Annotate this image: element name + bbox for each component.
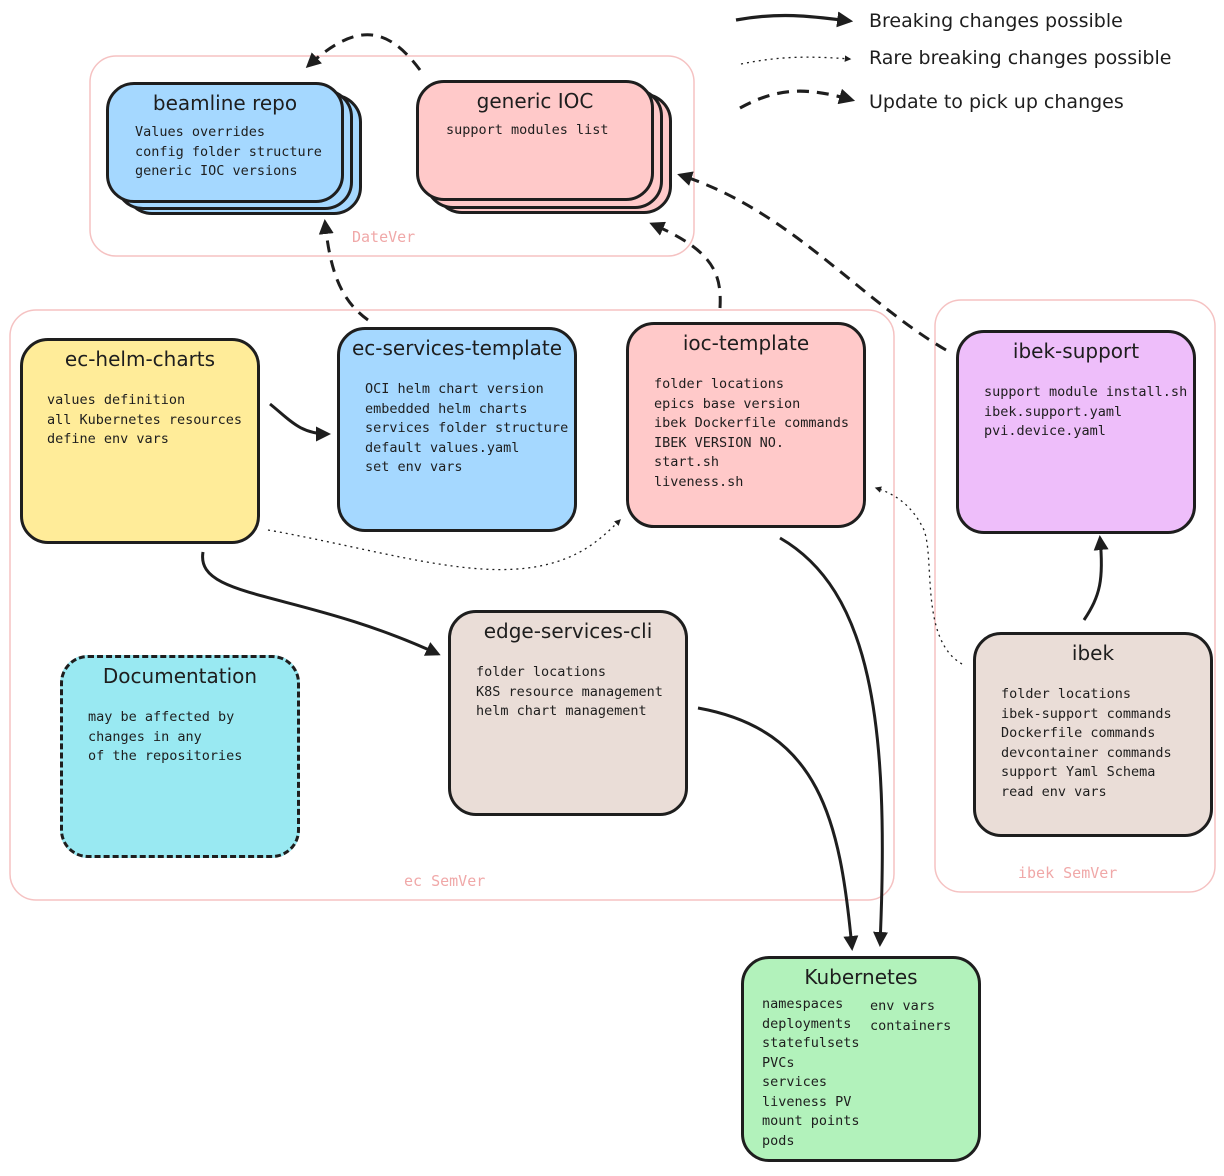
list-item: mount points bbox=[762, 1113, 860, 1129]
list-item: folder locations bbox=[476, 664, 607, 680]
list-item: folder locations bbox=[1001, 686, 1132, 702]
list-item: helm chart management bbox=[476, 703, 647, 719]
ec-services-template-title: ec-services-template bbox=[351, 336, 563, 360]
ibek-title: ibek bbox=[1071, 641, 1115, 665]
kubernetes-list-left: namespaces deployments statefulsets PVCs… bbox=[762, 995, 860, 1151]
list-item: ibek Dockerfile commands bbox=[654, 415, 850, 431]
ioc-template-node: ioc-template folder locations epics base… bbox=[626, 322, 866, 528]
legend-dotted-arrow bbox=[740, 55, 852, 65]
ibek-support-title: ibek-support bbox=[1012, 339, 1140, 363]
ioc-template-list: folder locations epics base version ibek… bbox=[654, 375, 849, 492]
ec-helm-charts-title: ec-helm-charts bbox=[64, 347, 216, 371]
group-ibek-semver bbox=[934, 299, 1216, 893]
edge-services-cli-list: folder locations K8S resource management… bbox=[476, 663, 663, 722]
list-item: support module install.sh bbox=[984, 384, 1188, 400]
legend-solid-label: Breaking changes possible bbox=[869, 10, 1123, 32]
kubernetes-list-right: env vars containers bbox=[870, 997, 951, 1036]
list-item: read env vars bbox=[1001, 783, 1107, 800]
group-label-ibek-semver: ibek SemVer bbox=[1018, 864, 1118, 882]
list-item: pods bbox=[762, 1132, 795, 1149]
documentation-node: Documentation may be affected by changes… bbox=[60, 655, 300, 858]
arrow-helm-charts-to-edge-cli bbox=[201, 551, 441, 656]
legend-dashed-arrow bbox=[739, 88, 856, 110]
beamline-repo-node: beamline repo Values overrides config fo… bbox=[106, 82, 344, 203]
list-item: define env vars bbox=[47, 431, 169, 447]
generic-ioc-title: generic IOC bbox=[476, 89, 594, 113]
group-label-ec-semver: ec SemVer bbox=[404, 872, 486, 890]
ibek-list: folder locations ibek-support commands D… bbox=[1001, 685, 1172, 802]
list-item: Values overrides bbox=[135, 124, 266, 140]
beamline-repo-title: beamline repo bbox=[152, 91, 298, 115]
list-item: services bbox=[762, 1074, 828, 1090]
list-item: changes in any bbox=[88, 728, 202, 745]
group-ec-semver bbox=[9, 309, 895, 901]
kubernetes-node: Kubernetes namespaces deployments statef… bbox=[741, 956, 981, 1162]
legend-dashed-label: Update to pick up changes bbox=[869, 91, 1124, 113]
edge-services-cli-node: edge-services-cli folder locations K8S r… bbox=[448, 610, 688, 816]
list-item: start.sh bbox=[654, 454, 720, 470]
list-item: values definition bbox=[47, 392, 186, 408]
kubernetes-title: Kubernetes bbox=[804, 965, 918, 989]
generic-ioc-list: support modules list bbox=[446, 121, 609, 141]
ec-helm-charts-list: values definition all Kubernetes resourc… bbox=[47, 391, 242, 450]
list-item: containers bbox=[870, 1017, 952, 1034]
list-item: liveness PV bbox=[762, 1093, 852, 1110]
list-item: embedded helm charts bbox=[365, 400, 528, 417]
arrow-helm-charts-to-ioc-template bbox=[267, 519, 621, 571]
list-item: of the repositories bbox=[88, 748, 243, 764]
list-item: statefulsets bbox=[762, 1035, 860, 1051]
ibek-support-list: support module install.sh ibek.support.y… bbox=[984, 383, 1187, 442]
list-item: may be affected by bbox=[88, 709, 235, 725]
list-item: folder locations bbox=[654, 376, 785, 392]
list-item: default values.yaml bbox=[365, 439, 520, 456]
group-label-datever: DateVer bbox=[352, 228, 416, 246]
list-item: IBEK VERSION NO. bbox=[654, 434, 785, 451]
ec-services-template-list: OCI helm chart version embedded helm cha… bbox=[365, 380, 568, 478]
arrow-ioc-template-to-kubernetes bbox=[779, 536, 889, 947]
edge-services-cli-title: edge-services-cli bbox=[483, 619, 653, 643]
list-item: deployments bbox=[762, 1015, 852, 1032]
list-item: K8S resource management bbox=[476, 683, 663, 700]
list-item: set env vars bbox=[365, 459, 463, 475]
ibek-node: ibek folder locations ibek-support comma… bbox=[973, 632, 1213, 837]
arrow-edge-cli-to-kubernetes bbox=[697, 706, 859, 951]
list-item: Dockerfile commands bbox=[1001, 725, 1156, 741]
ibek-support-node: ibek-support support module install.sh i… bbox=[956, 330, 1196, 534]
arrow-ibek-to-ioc-template bbox=[874, 486, 963, 665]
ec-services-template-node: ec-services-template OCI helm chart vers… bbox=[337, 327, 577, 532]
list-item: namespaces bbox=[762, 996, 844, 1012]
list-item: services folder structure bbox=[365, 420, 569, 436]
arrow-ioc-template-to-generic-ioc bbox=[649, 221, 722, 309]
legend-dotted-label: Rare breaking changes possible bbox=[869, 47, 1172, 69]
list-item: env vars bbox=[870, 998, 936, 1014]
ec-helm-charts-node: ec-helm-charts values definition all Kub… bbox=[20, 338, 260, 544]
group-datever bbox=[89, 55, 695, 257]
list-item: PVCs bbox=[762, 1054, 795, 1071]
list-item: pvi.device.yaml bbox=[984, 423, 1106, 439]
arrow-ibek-to-ibek-support bbox=[1082, 535, 1109, 621]
list-item: liveness.sh bbox=[654, 473, 744, 490]
list-item: devcontainer commands bbox=[1001, 744, 1172, 761]
ioc-template-title: ioc-template bbox=[682, 331, 810, 355]
list-item: all Kubernetes resources bbox=[47, 411, 243, 428]
list-item: epics base version bbox=[654, 395, 801, 412]
documentation-title: Documentation bbox=[102, 664, 258, 688]
list-item: config folder structure bbox=[135, 143, 322, 160]
list-item: support modules list bbox=[446, 122, 609, 138]
list-item: support Yaml Schema bbox=[1001, 764, 1156, 780]
list-item: OCI helm chart version bbox=[365, 381, 544, 397]
arrow-helm-charts-to-ec-services bbox=[269, 402, 331, 442]
documentation-list: may be affected by changes in any of the… bbox=[88, 708, 242, 767]
arrow-ec-services-to-beamline bbox=[318, 219, 369, 322]
list-item: ibek.support.yaml bbox=[984, 403, 1123, 420]
beamline-repo-list: Values overrides config folder structure… bbox=[135, 123, 322, 182]
legend-solid-arrow bbox=[735, 11, 854, 28]
generic-ioc-node: generic IOC support modules list bbox=[416, 80, 654, 201]
list-item: ibek-support commands bbox=[1001, 705, 1172, 722]
list-item: generic IOC versions bbox=[135, 163, 298, 179]
arrow-generic-ioc-to-beamline bbox=[305, 33, 422, 71]
